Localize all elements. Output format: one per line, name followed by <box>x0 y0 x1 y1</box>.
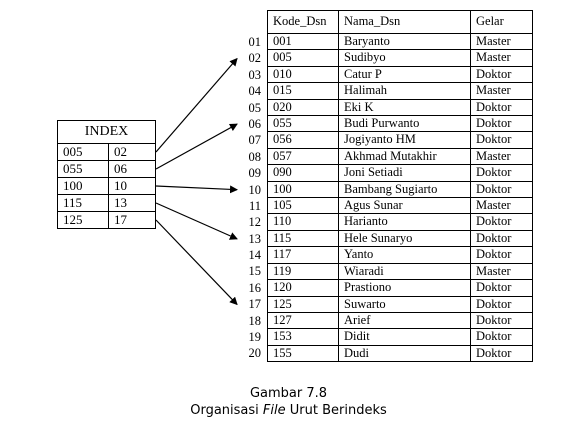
cell-gelar: Master <box>470 197 533 215</box>
caption-title-prefix: Organisasi <box>190 403 263 418</box>
row-number: 05 <box>248 100 262 115</box>
row-number: 02 <box>248 51 262 66</box>
cell-kode-dsn: 055 <box>267 115 339 133</box>
cell-kode-dsn: 057 <box>267 147 339 166</box>
row-number: 04 <box>248 84 262 99</box>
row-number: 16 <box>248 280 262 295</box>
cell-gelar: Doktor <box>470 164 533 182</box>
cell-gelar: Doktor <box>470 295 533 313</box>
cell-nama-dsn: Dudi <box>338 344 471 363</box>
cell-gelar: Doktor <box>470 213 533 231</box>
cell-kode-dsn: 155 <box>267 344 339 363</box>
cell-gelar: Doktor <box>470 279 533 297</box>
row-number: 08 <box>248 149 262 164</box>
row-number: 17 <box>248 297 262 312</box>
cell-kode-dsn: 056 <box>267 131 339 149</box>
cell-gelar: Doktor <box>470 180 533 199</box>
cell-nama-dsn: Akhmad Mutakhir <box>338 147 471 166</box>
cell-gelar: Master <box>470 82 533 100</box>
cell-kode-dsn: 119 <box>267 262 339 281</box>
cell-gelar: Doktor <box>470 115 533 133</box>
cell-gelar: Doktor <box>470 98 533 117</box>
caption-title-italic: File <box>262 403 286 418</box>
cell-gelar: Master <box>470 32 533 51</box>
header-kode-dsn: Kode_Dsn <box>267 10 339 34</box>
cell-gelar: Master <box>470 147 533 166</box>
pointer-arrow <box>155 185 238 194</box>
pointer-arrow <box>155 219 238 306</box>
row-number: 07 <box>248 133 262 148</box>
row-number: 09 <box>248 166 262 181</box>
row-number: 03 <box>248 67 262 82</box>
cell-gelar: Master <box>470 49 533 67</box>
pointer-arrow <box>155 123 238 170</box>
row-number: 13 <box>248 231 262 246</box>
cell-kode-dsn: 117 <box>267 246 339 264</box>
row-number: 18 <box>248 313 262 328</box>
cell-gelar: Doktor <box>470 344 533 363</box>
cell-gelar: Doktor <box>470 131 533 149</box>
row-number: 01 <box>248 35 262 49</box>
caption-title: Organisasi File Urut Berindeks <box>0 402 577 419</box>
row-number: 19 <box>248 330 262 345</box>
figure-caption: Gambar 7.8 Organisasi File Urut Berindek… <box>0 385 577 419</box>
header-nama-dsn: Nama_Dsn <box>338 10 471 34</box>
pointer-arrow <box>155 57 238 153</box>
index-key: 005 <box>57 143 109 161</box>
row-number: 12 <box>248 215 262 230</box>
row-number: 11 <box>248 198 261 213</box>
cell-nama-dsn: Hele Sunaryo <box>338 229 471 248</box>
cell-gelar: Master <box>470 262 533 281</box>
row-number: 15 <box>248 264 262 279</box>
cell-kode-dsn: 125 <box>267 295 339 313</box>
cell-nama-dsn: Harianto <box>338 213 471 231</box>
index-key: 100 <box>57 177 109 195</box>
caption-figure-number: Gambar 7.8 <box>249 386 328 401</box>
index-title: INDEX <box>57 120 156 144</box>
cell-nama-dsn: Budi Purwanto <box>338 115 471 133</box>
header-gelar: Gelar <box>470 10 533 34</box>
row-number: 10 <box>248 182 262 197</box>
cell-gelar: Doktor <box>470 246 533 264</box>
index-key: 125 <box>57 211 109 229</box>
cell-nama-dsn: Jogiyanto HM <box>338 131 471 149</box>
cell-nama-dsn: Bambang Sugiarto <box>338 180 471 199</box>
caption-title-suffix: Urut Berindeks <box>285 403 387 418</box>
row-number: 06 <box>248 116 262 131</box>
row-number: 20 <box>248 346 262 361</box>
cell-gelar: Doktor <box>470 328 533 346</box>
index-pointer: 17 <box>108 211 156 229</box>
row-number: 14 <box>248 248 262 263</box>
pointer-arrow <box>155 202 238 240</box>
cell-gelar: Doktor <box>470 65 533 84</box>
cell-nama-dsn: Agus Sunar <box>338 197 471 215</box>
cell-gelar: Doktor <box>470 311 533 330</box>
cell-gelar: Doktor <box>470 229 533 248</box>
index-pointer: 06 <box>108 160 156 178</box>
